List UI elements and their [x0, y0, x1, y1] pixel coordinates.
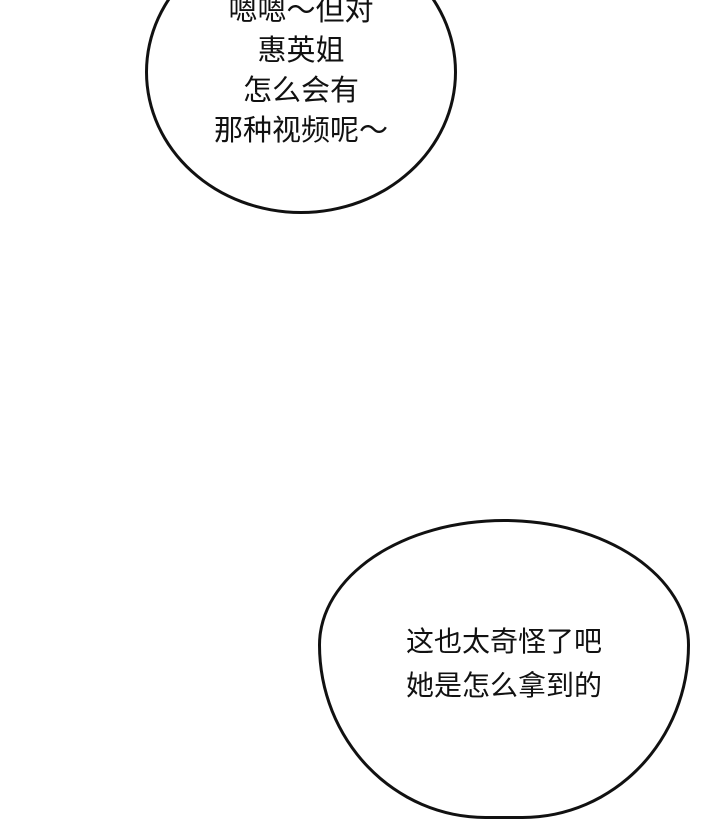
speech-line: 这也太奇怪了吧 [405, 625, 602, 658]
speech-line: 她是怎么拿到的 [405, 669, 602, 702]
speech-line: 嗯嗯～但对 [228, 0, 374, 27]
speech-text: 嗯嗯～但对 惠英姐 怎么会有 那种视频呢～ [148, 0, 454, 150]
speech-line: 那种视频呢～ [213, 113, 388, 147]
speech-line: 惠英姐 [257, 33, 345, 67]
speech-text: 这也太奇怪了吧 她是怎么拿到的 [321, 620, 687, 708]
speech-line: 怎么会有 [242, 73, 359, 107]
speech-bubble-bottom: 这也太奇怪了吧 她是怎么拿到的 [318, 519, 690, 819]
speech-bubble-top: 嗯嗯～但对 惠英姐 怎么会有 那种视频呢～ [145, 0, 457, 214]
